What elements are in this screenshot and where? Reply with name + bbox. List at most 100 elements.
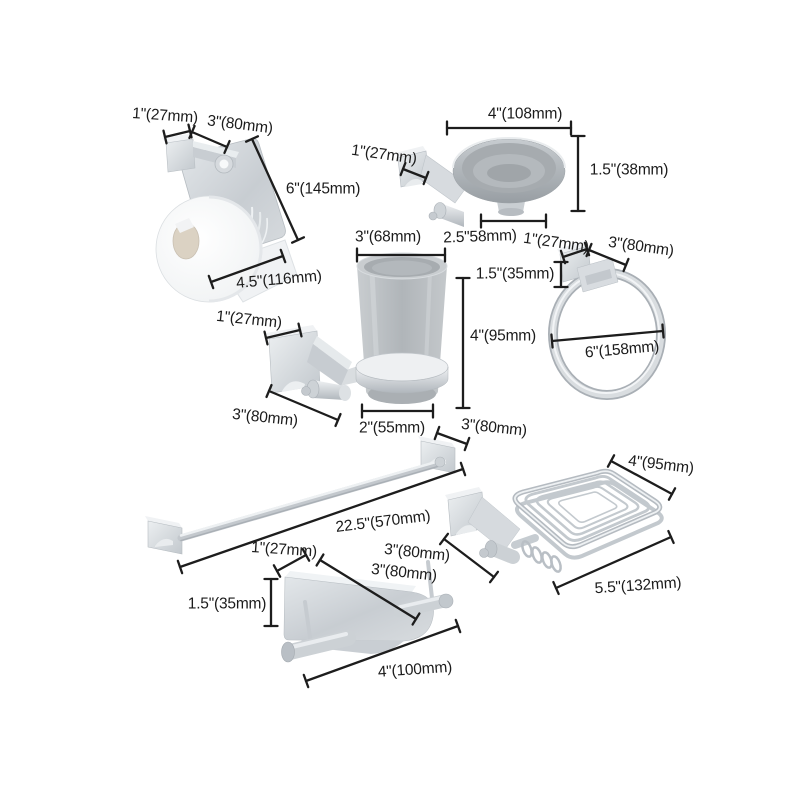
right-peg-highlight <box>398 595 446 609</box>
plate-notch <box>282 381 305 392</box>
roll-core-edge <box>175 218 194 233</box>
dimension-line-soap-basket <box>554 535 673 590</box>
dimension-tick <box>290 236 306 244</box>
ring-clamp-shade <box>585 269 612 285</box>
product-soap-basket <box>445 471 664 573</box>
basket-foot-loop <box>521 540 533 558</box>
dimension-tick <box>459 461 467 477</box>
dish-bottom <box>487 164 531 182</box>
dimension-tick <box>263 330 269 346</box>
plate-notch <box>456 525 476 535</box>
dimension-tick <box>334 412 342 428</box>
arm-top <box>313 336 352 370</box>
dimension-tick <box>302 673 310 689</box>
bar-end-nub <box>434 456 446 468</box>
left-post-notch <box>155 538 173 547</box>
bar-rod-shade <box>180 464 442 542</box>
dimension-tick <box>454 618 462 634</box>
dimension-tick <box>622 257 630 273</box>
dimension-tick <box>550 333 554 349</box>
cup-interior <box>372 260 432 276</box>
dimension-line-soap-dish <box>401 167 428 180</box>
pivot-end <box>339 385 351 401</box>
dimension-tick <box>438 532 450 546</box>
dimension-line-tumbler-holder <box>267 389 340 422</box>
dimension-tick <box>433 425 441 441</box>
bar-rod <box>177 459 445 542</box>
dimension-tick <box>162 129 168 145</box>
dimension-line-towel-bar <box>178 467 465 569</box>
dimension-tick <box>488 570 500 584</box>
dish-base-foot <box>498 208 524 216</box>
dimension-tick <box>315 553 325 567</box>
product-toilet-paper-holder <box>155 134 298 303</box>
basket-foot-loop <box>531 546 543 564</box>
dimension-tick <box>297 322 303 338</box>
bar-rod-highlight <box>179 459 443 537</box>
dimension-line-robe-hook <box>275 553 308 573</box>
dimension-tick <box>667 487 677 501</box>
product-robe-hook <box>281 560 454 663</box>
dimension-tick <box>552 580 560 596</box>
dimension-line-towel-bar <box>435 431 469 446</box>
left-peg-cap <box>281 641 295 663</box>
dimension-line-towel-ring <box>561 247 589 259</box>
dimension-tick <box>223 139 231 155</box>
product-tumbler-holder <box>266 252 449 404</box>
dimension-line-tumbler-holder <box>264 328 302 340</box>
dimension-line-soap-basket <box>609 459 674 496</box>
dimension-tick <box>606 454 616 468</box>
dimension-line-towel-ring <box>550 329 665 343</box>
dimension-tick <box>399 161 407 177</box>
peg <box>428 211 438 221</box>
dimension-line-robe-hook <box>304 624 460 683</box>
plate-notch <box>405 178 422 187</box>
dimension-tick <box>176 559 184 575</box>
dimension-line-toilet-paper-holder <box>163 129 192 139</box>
mount-plate <box>165 138 196 173</box>
dimension-tick <box>207 274 215 290</box>
dimension-tick <box>411 612 421 626</box>
holder-band <box>355 366 449 394</box>
product-towel-bar <box>145 436 456 555</box>
dimension-line-toilet-paper-holder <box>209 254 285 284</box>
dimension-tick <box>422 170 430 186</box>
mount-plate-top <box>445 487 482 500</box>
left-post-top <box>145 516 182 528</box>
right-post-top <box>418 436 455 448</box>
dimension-tick <box>272 564 282 578</box>
dimension-tick <box>463 436 471 452</box>
left-peg <box>282 630 356 660</box>
basket-foot-loop <box>550 555 562 573</box>
left-hook-tip <box>303 600 313 646</box>
dimension-line-toilet-paper-holder <box>190 130 229 149</box>
dish-rim-highlight <box>452 137 566 169</box>
arm-side <box>307 344 348 386</box>
right-peg-cap <box>438 593 454 609</box>
roll-shading <box>208 195 263 303</box>
right-hook-tip <box>426 560 434 600</box>
hook-body-top <box>285 571 416 592</box>
dimension-line-toilet-paper-holder <box>250 137 300 242</box>
dimension-lines-layer <box>162 120 677 689</box>
peg <box>301 386 311 396</box>
dimension-tick <box>301 548 311 562</box>
dimension-line-towel-ring <box>587 248 628 267</box>
mount-plate-top <box>557 241 588 254</box>
peg <box>479 548 489 558</box>
product-soap-dish <box>395 137 566 227</box>
dimension-tick <box>585 242 593 258</box>
pivot <box>313 380 345 400</box>
dimension-tick <box>667 529 675 545</box>
left-peg-highlight <box>290 632 348 649</box>
roller-hole <box>219 159 229 169</box>
right-peg <box>393 594 451 618</box>
dimension-line-robe-hook <box>318 558 418 621</box>
dimension-tick <box>244 135 260 143</box>
product-towel-ring <box>548 241 666 400</box>
arm-top <box>193 141 239 158</box>
mount-plate-top <box>162 134 193 143</box>
dimension-tick <box>279 248 287 264</box>
mount-plate-top <box>395 146 426 158</box>
